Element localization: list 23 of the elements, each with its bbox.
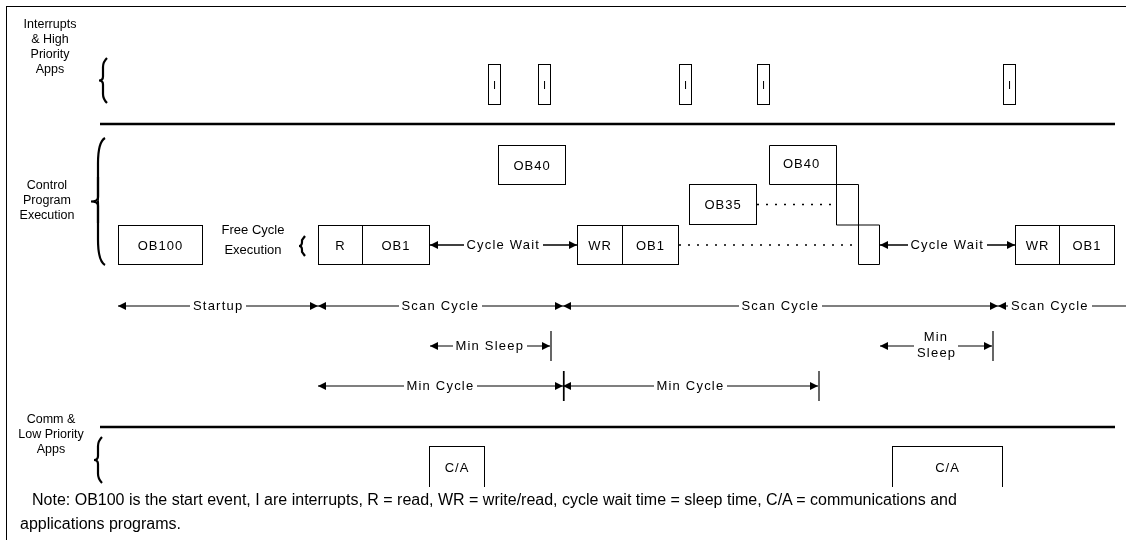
interrupt-box: I	[488, 64, 501, 105]
task-block: C/A	[892, 446, 1003, 487]
task-block: OB1	[1059, 225, 1115, 265]
task-block: WR	[1015, 225, 1060, 265]
task-block: OB40	[498, 145, 566, 185]
interrupt-box: I	[679, 64, 692, 105]
row-label: Free Cycle Execution	[220, 221, 286, 259]
interrupt-box: I	[538, 64, 551, 105]
task-block: C/A	[429, 446, 485, 487]
task-block: OB1	[362, 225, 430, 265]
row-label: Comm & Low Priority Apps	[18, 412, 84, 457]
task-block: R	[318, 225, 363, 265]
interrupt-box: I	[1003, 64, 1016, 105]
interrupt-box: I	[757, 64, 770, 105]
note-text: Note: OB100 is the start event, I are interrupts, R = read, WR = write/read, cycle wait time = sleep time, C/A = communications and applications programs.	[20, 490, 958, 534]
task-block: OB35	[689, 184, 757, 225]
task-block: OB1	[622, 225, 679, 265]
row-label: Interrupts & High Priority Apps	[22, 17, 78, 77]
dimension-label: Min Sleep	[914, 329, 958, 361]
task-block: WR	[577, 225, 623, 265]
task-block: OB40	[769, 145, 880, 265]
task-block: OB100	[118, 225, 203, 265]
row-label: Control Program Execution	[18, 178, 76, 223]
